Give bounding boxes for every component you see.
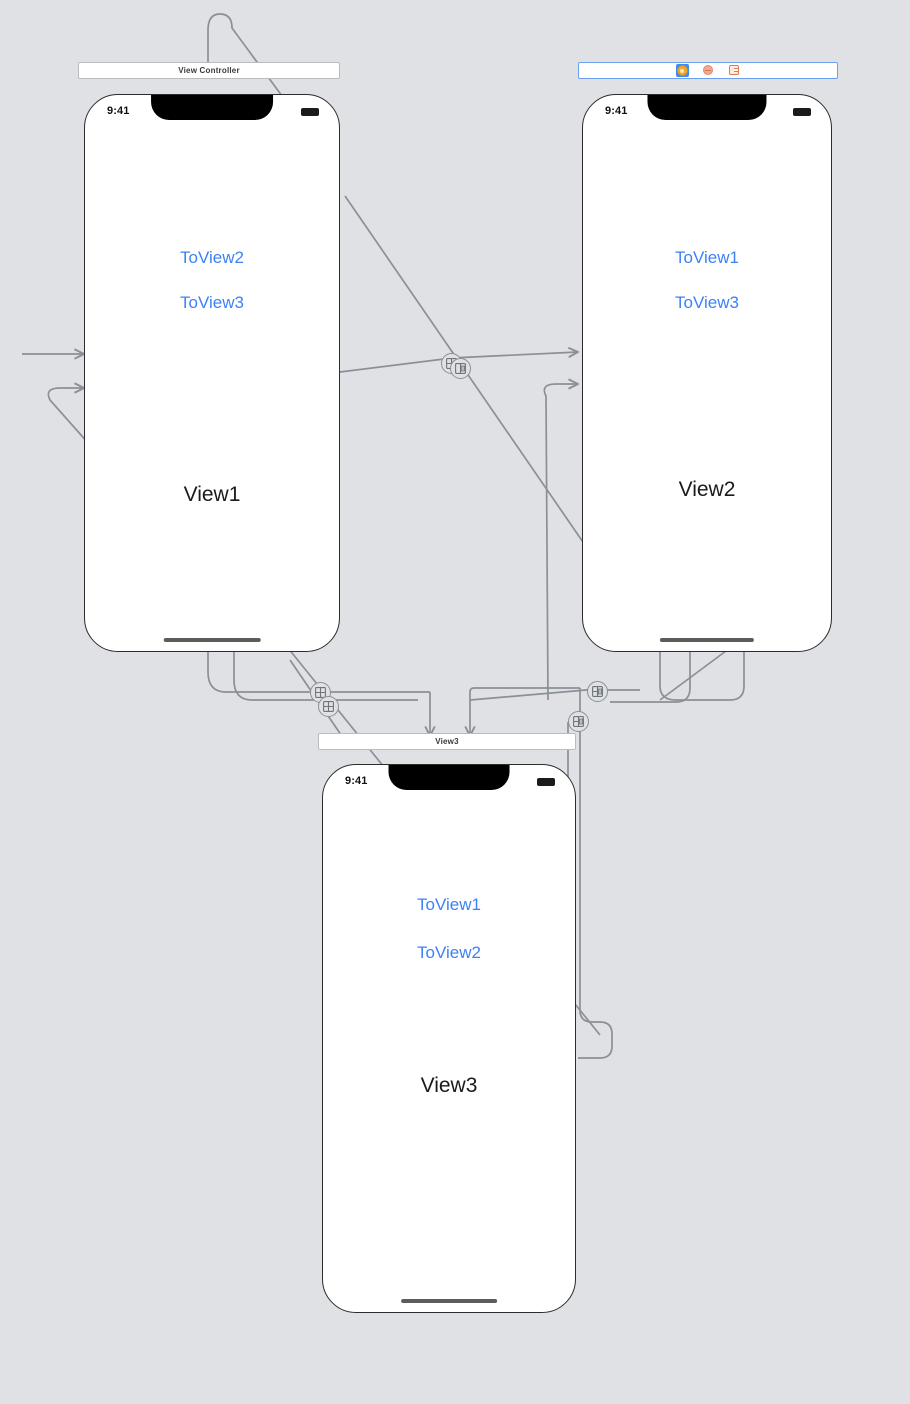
notch — [388, 765, 510, 790]
segue-badge-6[interactable] — [568, 711, 589, 732]
exit-icon[interactable] — [728, 64, 741, 77]
status-bar-time: 9:41 — [345, 775, 368, 787]
battery-icon — [793, 108, 811, 116]
battery-icon — [537, 778, 555, 786]
home-indicator — [163, 638, 261, 642]
scene-dock-title: View Controller — [178, 65, 240, 75]
button-to-view3[interactable]: ToView3 — [180, 293, 244, 312]
segue-badge-2[interactable] — [450, 358, 471, 379]
button-to-view3[interactable]: ToView3 — [675, 293, 739, 312]
home-indicator — [659, 638, 755, 642]
scene-dock-view3[interactable]: View3 — [318, 733, 576, 750]
phone-view3: 9:41 ToView1 ToView2 View3 — [322, 764, 576, 1313]
scene-view3[interactable]: View3 9:41 ToView1 ToView2 View3 — [318, 733, 576, 1313]
scene-dock-view1[interactable]: View Controller — [78, 62, 340, 79]
phone-view1: 9:41 ToView2 ToView3 View1 — [84, 94, 340, 652]
scene-dock-title: View3 — [435, 736, 459, 746]
phone-view2: 9:41 ToView1 ToView3 View2 — [582, 94, 832, 652]
button-to-view2[interactable]: ToView2 — [180, 248, 244, 267]
body-label-view3: View3 — [420, 1074, 478, 1097]
status-bar-time: 9:41 — [107, 105, 130, 117]
scene-dock-view2[interactable] — [578, 62, 838, 79]
body-label-view1: View1 — [183, 483, 241, 506]
home-indicator — [401, 1299, 497, 1303]
first-responder-icon[interactable] — [702, 64, 715, 77]
scene-view1[interactable]: View Controller 9:41 ToView2 ToView3 Vie… — [78, 62, 340, 652]
button-to-view1[interactable]: ToView1 — [675, 248, 739, 267]
status-bar-time: 9:41 — [605, 105, 628, 117]
battery-icon — [301, 108, 319, 116]
button-to-view1[interactable]: ToView1 — [417, 895, 481, 914]
segue-badge-4[interactable] — [318, 696, 339, 717]
body-label-view2: View2 — [678, 478, 736, 501]
segue-badge-5[interactable] — [587, 681, 608, 702]
scene-view2[interactable]: 9:41 ToView1 ToView3 View2 — [578, 62, 838, 652]
view-controller-icon[interactable] — [675, 64, 689, 77]
button-to-view2[interactable]: ToView2 — [417, 943, 481, 962]
notch — [151, 95, 273, 120]
notch — [647, 95, 767, 120]
